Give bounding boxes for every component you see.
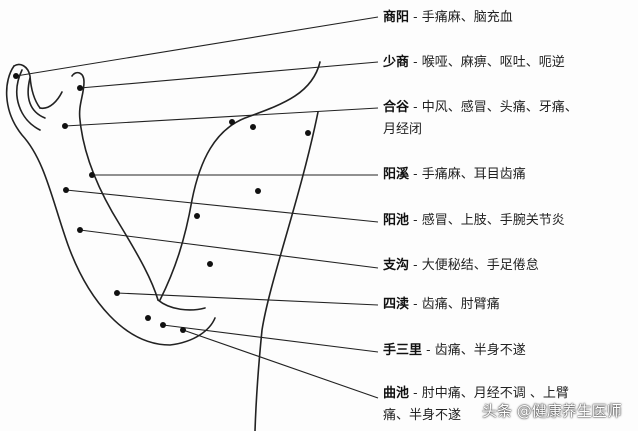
label-zhigou: 支沟 - 大便秘结、手足倦怠 <box>383 258 539 274</box>
label-shaoshang: 少商 - 喉哑、麻痹、呕吐、呃逆 <box>383 55 565 71</box>
point-name: 合谷 <box>383 100 410 115</box>
label-sidu: 四渎 - 齿痛、肘臂痛 <box>383 297 500 313</box>
point-desc: 手痛麻、耳目齿痛 <box>421 167 526 182</box>
separator: - <box>409 100 422 115</box>
separator: - <box>409 55 422 70</box>
acupoint-dots <box>13 73 311 333</box>
point-desc: 齿痛、肘臂痛 <box>421 297 500 312</box>
separator: - <box>409 10 422 25</box>
separator: - <box>409 386 422 401</box>
point-desc-cont: 痛、半身不遂 <box>383 408 462 423</box>
separator: - <box>422 343 435 358</box>
point-desc: 喉哑、麻痹、呕吐、呃逆 <box>421 55 565 70</box>
separator: - <box>409 213 422 228</box>
separator: - <box>409 167 422 182</box>
point-name: 曲池 <box>383 386 410 401</box>
label-yangxi: 阳溪 - 手痛麻、耳目齿痛 <box>383 167 526 183</box>
point-name: 四渎 <box>383 297 410 312</box>
label-yangchi: 阳池 - 感冒、上肢、手腕关节炎 <box>383 213 565 229</box>
point-desc: 感冒、上肢、手腕关节炎 <box>421 213 565 228</box>
point-desc: 大便秘结、手足倦怠 <box>421 258 539 273</box>
arm-outline <box>5 61 321 431</box>
label-shangyang: 商阳 - 手痛麻、脑充血 <box>383 10 513 26</box>
watermark: 头条 @健康养生医师 <box>482 402 622 420</box>
point-name: 阳溪 <box>383 167 410 182</box>
label-quchi: 曲池 - 肘中痛、月经不调 、上臂 <box>383 386 569 402</box>
point-desc-cont: 月经闭 <box>383 122 423 137</box>
point-desc: 手痛麻、脑充血 <box>421 10 513 25</box>
label-shousanli: 手三里 - 齿痛、半身不遂 <box>383 343 526 359</box>
point-name: 支沟 <box>383 258 410 273</box>
label-hegu: 合谷 - 中风、感冒、头痛、牙痛、 <box>383 100 578 116</box>
point-name: 少商 <box>383 55 410 70</box>
point-name: 商阳 <box>383 10 410 25</box>
point-desc: 齿痛、半身不遂 <box>434 343 526 358</box>
separator: - <box>409 258 422 273</box>
point-desc: 中风、感冒、头痛、牙痛、 <box>421 100 578 115</box>
point-name: 手三里 <box>383 343 423 358</box>
point-desc: 肘中痛、月经不调 、上臂 <box>421 386 569 401</box>
leader-lines <box>15 16 379 399</box>
separator: - <box>409 297 422 312</box>
point-name: 阳池 <box>383 213 410 228</box>
